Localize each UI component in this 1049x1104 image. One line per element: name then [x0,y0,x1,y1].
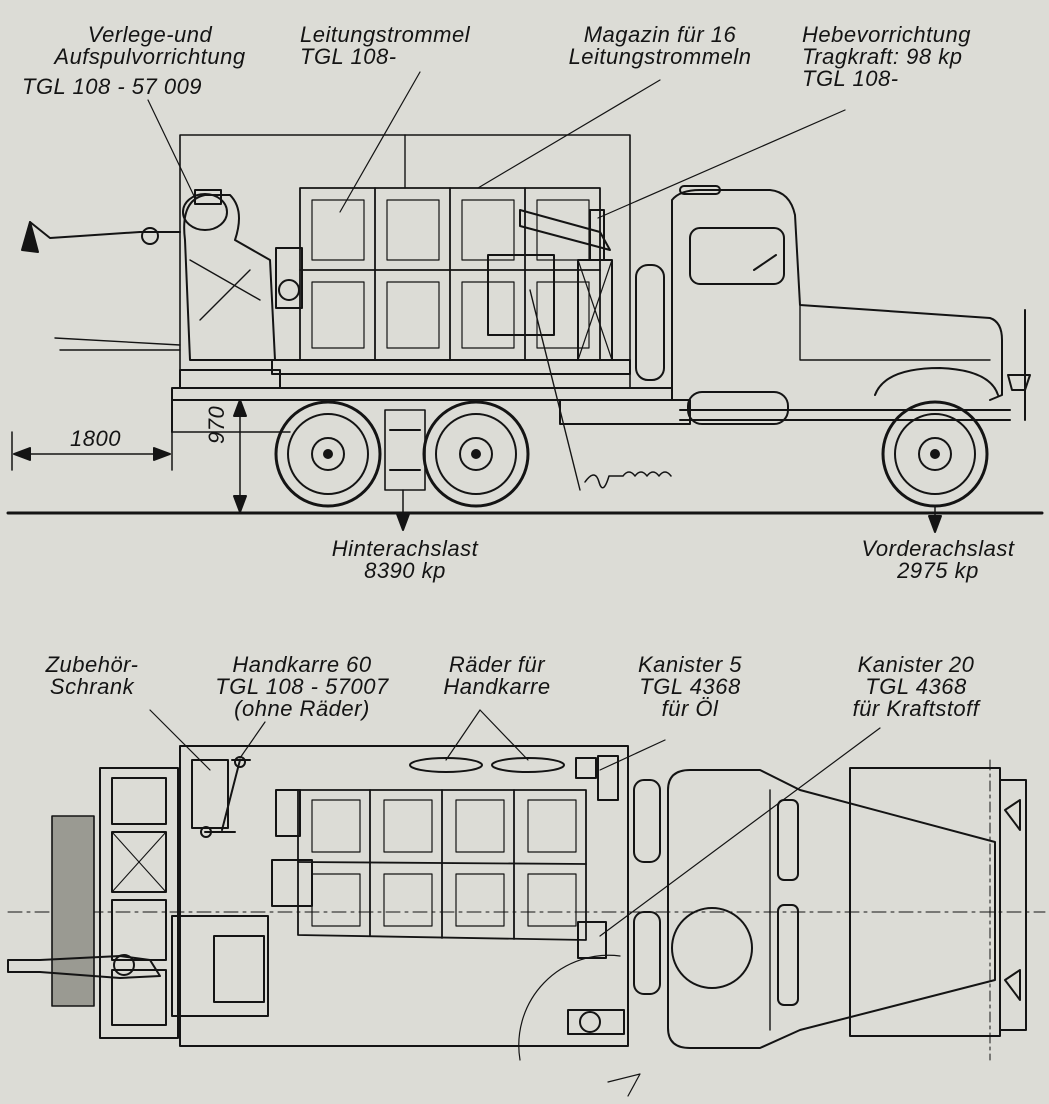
laying-device-line-2: Aufspulvorrichtung [54,44,246,69]
magazine-label: Magazin für 16 Leitungstrommeln [540,24,780,68]
cab-top [667,759,1027,1061]
rear-axle-load-label: Hinterachslast 8390 kp [300,538,510,582]
lifting-device-line-3: TGL 108- [802,66,899,91]
handcart-wheels-label: Räder für Handkarre [412,654,582,698]
platform [179,745,629,1047]
handcart-wheels-line-2: Handkarre [443,674,551,699]
magazine-line-1: Magazin für 16 [583,22,737,47]
handcart-line-3: (ohne Räder) [234,696,370,721]
overhang-dimension-value: 1800 [70,426,121,451]
laying-device-label: Verlege-und Aufspulvorrichtung [20,24,280,68]
overhang-dimension [11,431,173,471]
handcart-line-1: Handkarre 60 [232,652,372,677]
front-wheel [881,400,989,508]
cable-drum-line-1: Leitungstrommel [300,22,471,47]
canister-20-line-3: für Kraftstoff [852,696,980,721]
cable-drum-line-2: TGL 108- [300,44,397,69]
canister-5-label: Kanister 5 TGL 4368 für Öl [610,654,770,720]
canister-5-line-2: TGL 4368 [639,674,741,699]
lifting-device [487,209,613,491]
accessory-cabinet-line-2: Schrank [49,674,135,699]
cable-drum-label: Leitungstrommel TGL 108- [300,24,470,68]
rear-wheel-2 [422,400,530,508]
canister-5-line-1: Kanister 5 [637,652,743,677]
top-view-drawing [7,709,1046,1097]
laying-device [21,189,303,361]
handcart-wheels-line-1: Räder für [448,652,546,677]
rear-axle-load-title: Hinterachslast [331,536,479,561]
magazine-line-2: Leitungstrommeln [568,44,752,69]
canister-20-line-2: TGL 4368 [865,674,967,699]
accessory-cabinet-label: Zubehör- Schrank [12,654,172,698]
rear-wheel-1 [274,400,382,508]
front-axle-load-title: Vorderachslast [861,536,1015,561]
canister-20-label: Kanister 20 TGL 4368 für Kraftstoff [816,654,1016,720]
height-dimension-value: 970 [204,405,229,444]
lifting-device-label: Hebevorrichtung Tragkraft: 98 kp TGL 108… [802,24,971,90]
side-view-drawing [6,71,1044,533]
front-axle-load-label: Vorderachslast 2975 kp [838,538,1038,582]
cab [671,185,1031,421]
front-axle-load-value: 2975 kp [897,558,979,583]
drum-magazine [299,187,601,361]
lifting-device-line-2: Tragkraft: 98 kp [802,44,963,69]
drum-magazine-top [297,789,587,941]
laying-device-standard: TGL 108 - 57 009 [22,74,203,99]
canister-5-line-3: für Öl [661,696,719,721]
accessory-cabinet-line-1: Zubehör- [45,652,139,677]
handcart-label: Handkarre 60 TGL 108 - 57007 (ohne Räder… [186,654,418,720]
height-dimension [179,399,291,513]
handcart-line-2: TGL 108 - 57007 [215,674,389,699]
laying-device-line-1: Verlege-und [87,22,213,47]
lifting-device-line-1: Hebevorrichtung [802,22,971,47]
canister-20-line-1: Kanister 20 [857,652,975,677]
rear-axle-load-value: 8390 kp [364,558,446,583]
